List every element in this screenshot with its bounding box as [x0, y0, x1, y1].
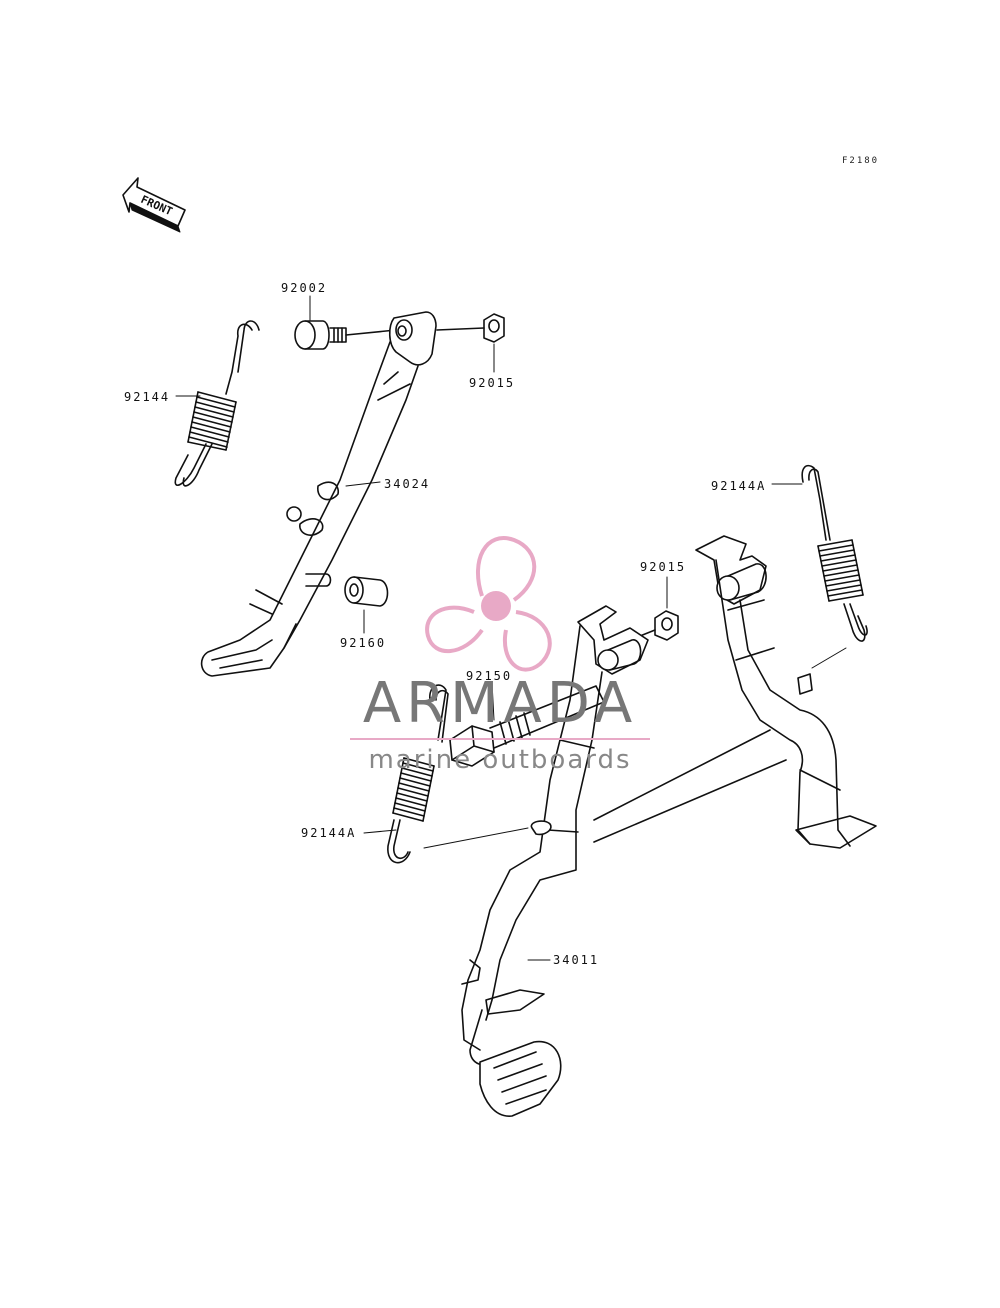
- side-stand: [200, 311, 437, 677]
- label-92015-top: 92015: [469, 376, 516, 390]
- label-34024: 34024: [384, 477, 431, 491]
- watermark-logo-icon: [425, 536, 552, 672]
- leader-lines: [175, 295, 847, 961]
- bolt-92002: [294, 320, 397, 350]
- watermark-title: ARMADA: [362, 671, 638, 736]
- center-stand-spring-left: [387, 684, 449, 864]
- watermark-divider: [350, 738, 650, 740]
- label-92150: 92150: [466, 669, 513, 683]
- label-92144A-right: 92144A: [711, 479, 767, 493]
- label-92144: 92144: [124, 390, 171, 404]
- front-arrow-icon: FRONT: [122, 177, 186, 233]
- label-92144A-left: 92144A: [301, 826, 357, 840]
- collar-92160: [344, 576, 389, 607]
- label-34011: 34011: [553, 953, 600, 967]
- label-92015-mid: 92015: [640, 560, 687, 574]
- nut-92015-top: [436, 313, 505, 343]
- label-92160: 92160: [340, 636, 387, 650]
- watermark-subtitle: marine outboards: [368, 745, 632, 775]
- nut-92015-mid: [639, 610, 679, 641]
- center-stand: [461, 535, 877, 1117]
- label-92002: 92002: [281, 281, 328, 295]
- bolt-92150: [449, 685, 605, 767]
- spring-coils: [817, 539, 864, 602]
- side-stand-spring: [174, 320, 260, 487]
- spring-coils: [392, 757, 435, 822]
- figure-code: F2180: [842, 156, 880, 166]
- center-stand-spring-right: [801, 464, 868, 642]
- spring-coils: [187, 391, 237, 451]
